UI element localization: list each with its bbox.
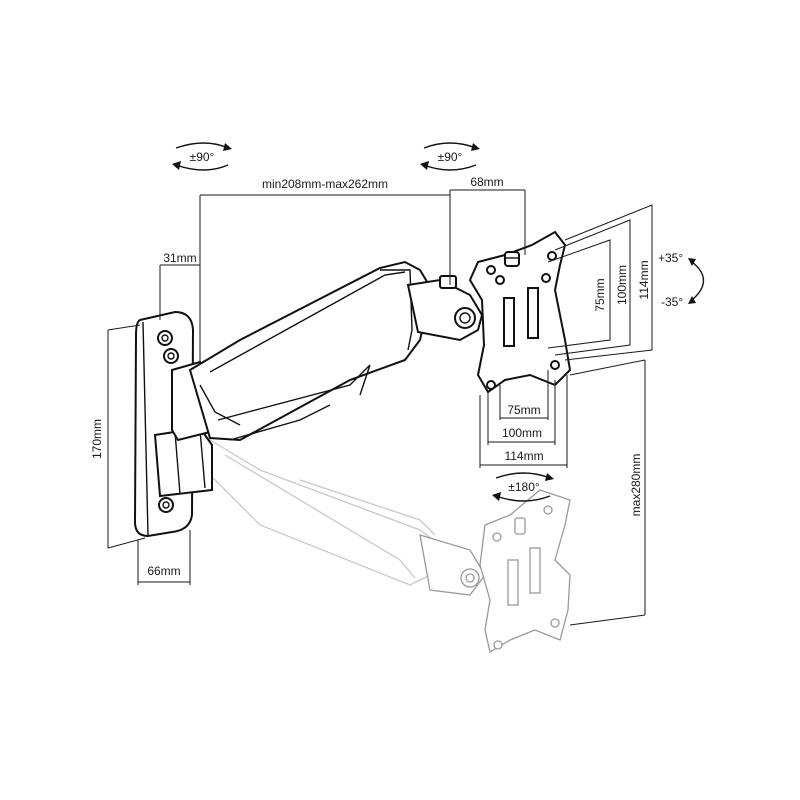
tilt-arc-icon (691, 261, 705, 301)
vesa-100-horizontal-label: 100mm (502, 426, 542, 440)
height-170-label: 170mm (90, 419, 104, 459)
height-280-label: max280mm (629, 454, 643, 517)
rotation-arc-bottom-top-icon (495, 472, 551, 479)
offset-68-label: 68mm (470, 175, 503, 189)
rotation-label-left: ±90° (190, 150, 215, 164)
tilt-down-label: -35° (661, 295, 683, 309)
rotation-arc-mid-bottom-icon (423, 164, 477, 171)
offset-31-label: 31mm (163, 251, 196, 265)
dimension-lines (107, 189, 646, 626)
tilt-up-label: +35° (658, 251, 683, 265)
rotation-arc-left-top-icon (175, 142, 229, 149)
vesa-114-vertical-label: 114mm (637, 260, 651, 299)
width-66-label: 66mm (147, 564, 180, 578)
rotation-label-bottom: ±180° (508, 480, 540, 494)
vesa-outline (547, 204, 653, 361)
rotation-arc-mid-top-icon (423, 142, 477, 149)
rotation-indicators (172, 142, 705, 502)
rotation-label-mid: ±90° (438, 150, 463, 164)
vesa-100-vertical-label: 100mm (615, 265, 629, 305)
vesa-plate (468, 230, 572, 394)
vesa-75-horizontal-label: 75mm (507, 403, 540, 417)
reach-label: min208mm-max262mm (262, 177, 388, 191)
arm-ghost-lowered (204, 438, 571, 654)
vesa-114-horizontal-label: 114mm (504, 449, 543, 463)
labels: ±90° ±90° ±180° +35° -35° min208mm-max26… (90, 150, 683, 578)
arm-main (171, 260, 484, 442)
rotation-arc-left-bottom-icon (175, 164, 229, 171)
rotation-arc-bottom-bottom-icon (495, 495, 551, 502)
vesa-75-vertical-label: 75mm (593, 278, 607, 311)
